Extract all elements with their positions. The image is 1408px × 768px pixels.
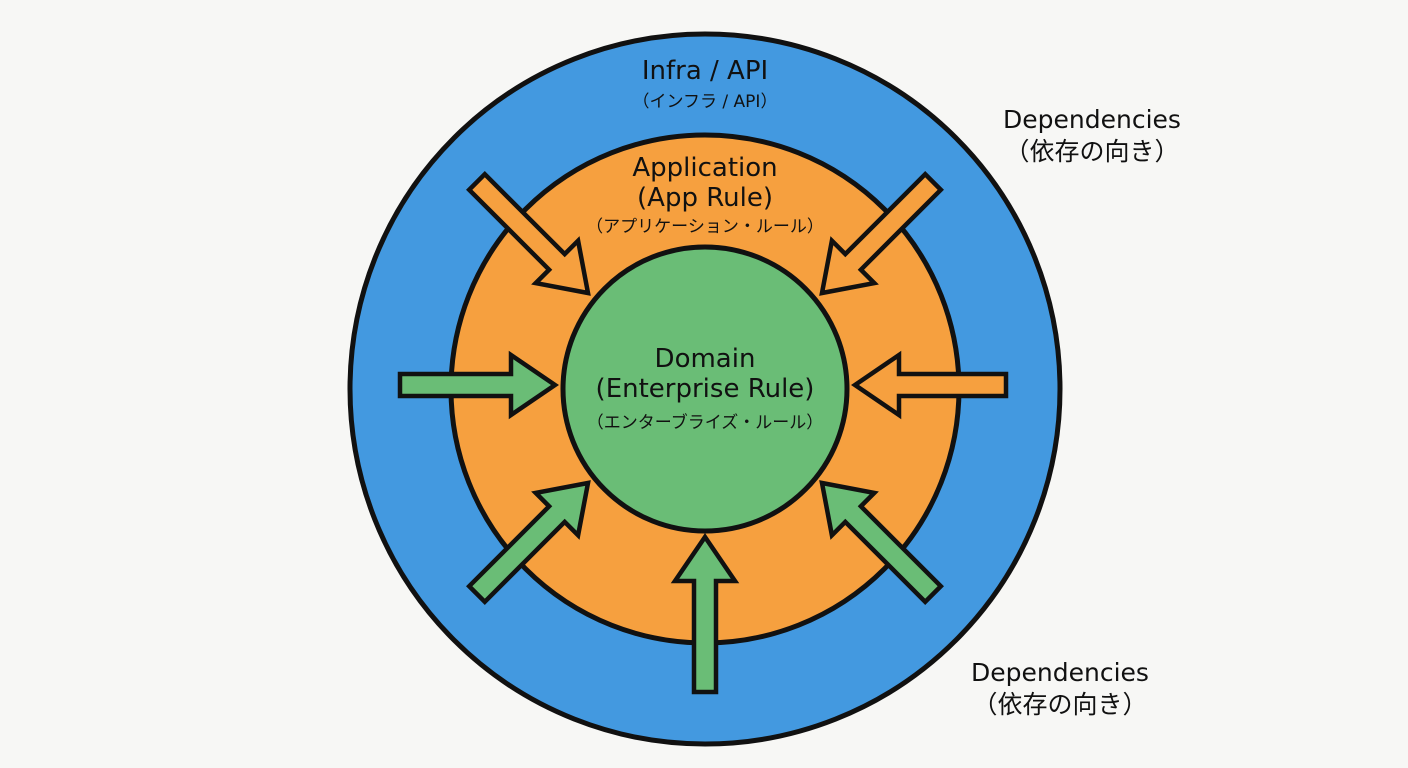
- infra-layer-title: Infra / API: [642, 56, 768, 86]
- dependency-arrow-left: [397, 350, 559, 420]
- dependency-arrow-top-right: [819, 171, 944, 296]
- domain-layer-circle: [560, 244, 850, 534]
- dependency-arrows: [397, 171, 1009, 695]
- dependencies-label-bottom-subtitle: （依存の向き）: [972, 690, 1147, 719]
- application-layer-title: Application: [632, 153, 777, 183]
- dependency-arrow-right: [851, 350, 1009, 420]
- application-layer-subtitle: （アプリケーション・ルール）: [586, 217, 824, 237]
- application-layer-title-rule: (App Rule): [637, 183, 773, 213]
- dependencies-label-top-subtitle: （依存の向き）: [1004, 137, 1179, 166]
- dependencies-label-top-title: Dependencies: [1003, 105, 1181, 134]
- domain-layer-subtitle: （エンターブライズ・ルール）: [587, 412, 823, 433]
- dependency-arrow-bottom-left: [466, 480, 591, 605]
- domain-layer-title-rule: (Enterprise Rule): [596, 374, 815, 404]
- dependency-arrow-bottom: [670, 533, 740, 695]
- dependency-arrow-top-left: [466, 171, 591, 296]
- dependencies-label-bottom-title: Dependencies: [971, 658, 1149, 687]
- infra-layer-subtitle: （インフラ / API）: [633, 92, 778, 112]
- domain-layer-title: Domain: [655, 344, 756, 374]
- dependency-arrow-bottom-right: [819, 480, 944, 605]
